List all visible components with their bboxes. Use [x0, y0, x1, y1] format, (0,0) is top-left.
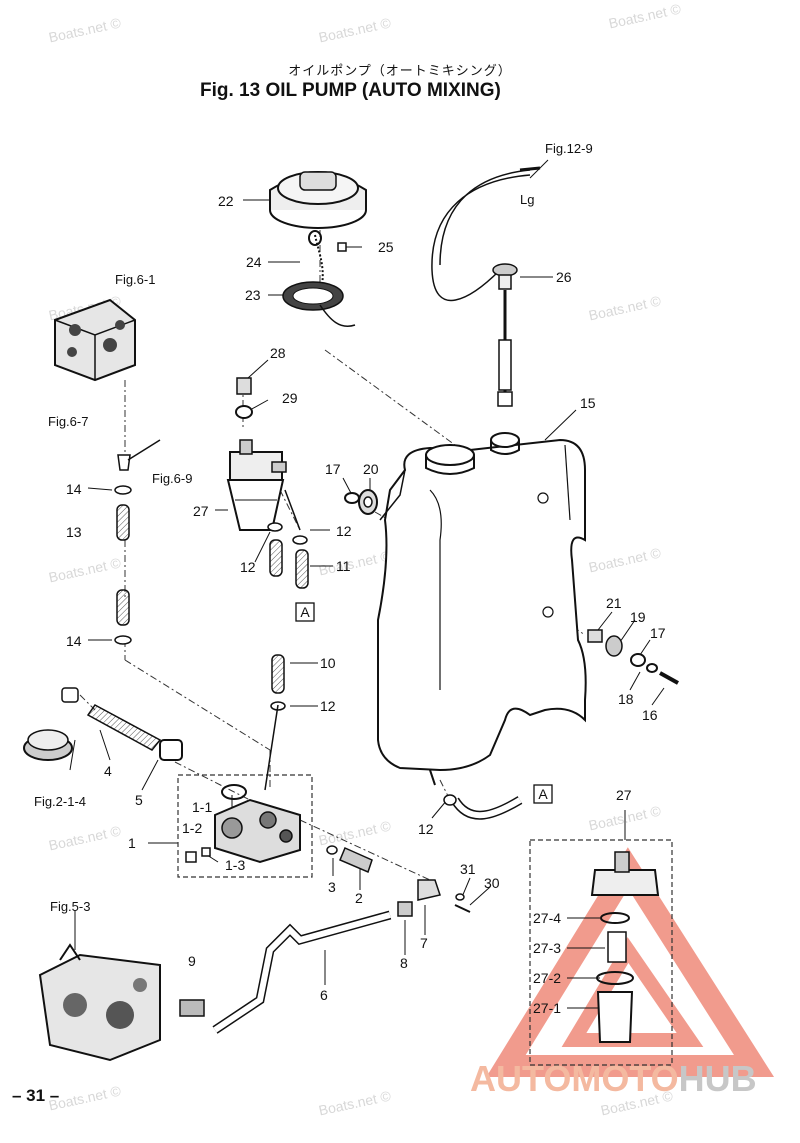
callout-label: 30 — [484, 875, 500, 891]
brand-logo-text: AUTOMOTOHUB — [470, 1058, 757, 1100]
carburetor-component — [38, 943, 161, 1062]
callout-label: 1-3 — [225, 857, 245, 873]
callout-label: 2 — [355, 890, 363, 906]
callout-label: 31 — [460, 861, 476, 877]
callout-label: 27-2 — [533, 970, 561, 986]
callout-label: 26 — [556, 269, 572, 285]
figure-reference: Fig.6-9 — [152, 471, 192, 486]
callout-label: 14 — [66, 633, 82, 649]
outboard-motor-component — [54, 298, 136, 382]
figure-reference: Fig.12-9 — [545, 141, 593, 156]
wire-color-label: Lg — [520, 192, 534, 207]
figure-reference: Fig.6-1 — [115, 272, 155, 287]
oil-tank — [377, 432, 587, 786]
callout-label: 20 — [363, 461, 379, 477]
oil-tank-cap — [269, 171, 367, 229]
callout-label: 24 — [246, 254, 262, 270]
callout-label: 12 — [320, 698, 336, 714]
oil-filter-assembly — [226, 439, 287, 531]
oil-filter-exploded — [590, 851, 660, 1043]
brand-text-part2: HUB — [678, 1058, 757, 1099]
callout-label: 19 — [630, 609, 646, 625]
callout-label: 3 — [328, 879, 336, 895]
figure-reference: Fig.5-3 — [50, 899, 90, 914]
figure-reference: Fig.2-1-4 — [34, 794, 86, 809]
oil-level-sensor — [431, 166, 541, 407]
reference-box-a: A — [538, 786, 548, 802]
callout-label: 12 — [336, 523, 352, 539]
callout-label: 14 — [66, 481, 82, 497]
page-number: – 31 – — [12, 1086, 60, 1105]
callout-label: 17 — [650, 625, 666, 641]
brand-text-part1: AUTOMOTO — [470, 1058, 679, 1099]
callout-label: 16 — [642, 707, 658, 723]
callout-label: 1 — [128, 835, 136, 851]
callout-label: 27 — [193, 503, 209, 519]
callout-label: 9 — [188, 953, 196, 969]
callout-label: 22 — [218, 193, 234, 209]
callout-label: 18 — [618, 691, 634, 707]
figure-title-japanese: オイルポンプ（オートミキシング） — [288, 64, 512, 79]
callout-label: 27-3 — [533, 940, 561, 956]
callout-label: 11 — [336, 558, 351, 574]
callout-label: 5 — [135, 792, 143, 808]
callout-label: 12 — [240, 559, 256, 575]
callout-label: 7 — [420, 935, 428, 951]
callout-label: 12 — [418, 821, 434, 837]
figure-title: Fig. 13 OIL PUMP (AUTO MIXING) — [200, 80, 501, 101]
callout-label: 23 — [245, 287, 261, 303]
callout-label: 15 — [580, 395, 596, 411]
callout-label: 28 — [270, 345, 286, 361]
callout-label: 27 — [616, 787, 632, 803]
figure-reference: Fig.6-7 — [48, 414, 88, 429]
callout-label: 13 — [66, 524, 82, 540]
callout-label: 25 — [378, 239, 394, 255]
callout-label: 10 — [320, 655, 336, 671]
callout-label: 1-1 — [192, 799, 212, 815]
oil-pump-body — [214, 798, 301, 864]
callout-label: 6 — [320, 987, 328, 1003]
callout-label: 29 — [282, 390, 298, 406]
callout-label: 1-2 — [182, 820, 202, 836]
reference-box-a: A — [300, 604, 310, 620]
callout-label: 17 — [325, 461, 341, 477]
callout-label: 27-4 — [533, 910, 561, 926]
callout-label: 4 — [104, 763, 112, 779]
callout-label: 8 — [400, 955, 408, 971]
callout-labels: 22 25 24 23 26 28 29 15 17 20 14 13 27 1… — [66, 193, 666, 1016]
callout-label: 27-1 — [533, 1000, 561, 1016]
callout-label: 21 — [606, 595, 622, 611]
